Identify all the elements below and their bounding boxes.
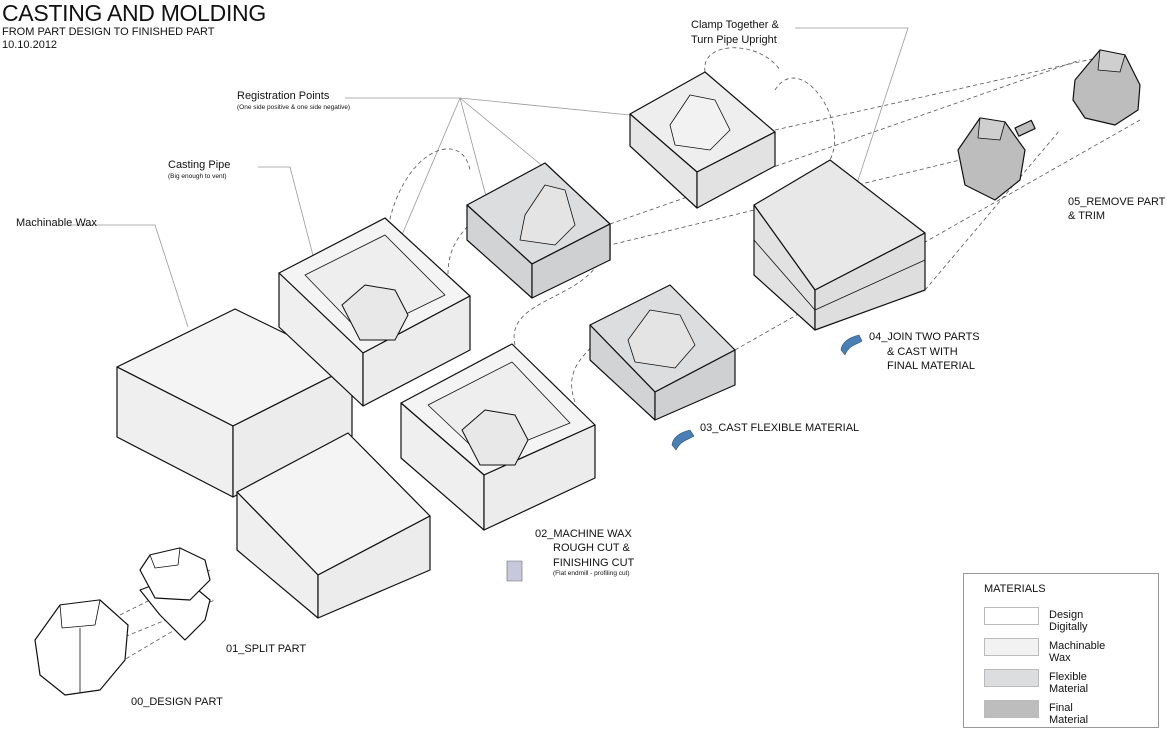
flexible-mold-b bbox=[629, 71, 776, 209]
legend-swatch bbox=[984, 700, 1039, 718]
split-part bbox=[139, 547, 211, 641]
endmill-icon bbox=[506, 560, 523, 582]
legend-swatch bbox=[984, 607, 1039, 625]
flexible-mold-c bbox=[589, 284, 736, 421]
final-part-trimmed bbox=[1072, 49, 1141, 126]
page-date: 10.10.2012 bbox=[2, 39, 58, 51]
split-wax-block bbox=[236, 432, 431, 619]
legend-title: MATERIALS bbox=[984, 583, 1046, 595]
pour-icon-03 bbox=[671, 429, 695, 451]
step-02-note: (Flat endmill - profiling cut) bbox=[553, 570, 630, 577]
page-title: CASTING AND MOLDING bbox=[2, 0, 266, 26]
step-00-label: 00_DESIGN PART bbox=[131, 696, 223, 708]
legend-swatch bbox=[984, 638, 1039, 656]
registration-points-note: (One side positive & one side negative) bbox=[237, 104, 351, 111]
page-subtitle: FROM PART DESIGN TO FINISHED PART bbox=[2, 26, 215, 38]
materials-legend: MATERIALS Design Digitally Machinable Wa… bbox=[963, 573, 1159, 728]
registration-points-label: Registration Points bbox=[237, 90, 330, 102]
legend-swatch bbox=[984, 669, 1039, 687]
clamp-label-line2: Turn Pipe Upright bbox=[691, 34, 777, 46]
flexible-mold-a bbox=[466, 162, 611, 299]
legend-label: Machinable Wax bbox=[1049, 640, 1106, 664]
legend-label: Final Material bbox=[1049, 702, 1089, 726]
design-part bbox=[34, 599, 129, 696]
pour-icon-04 bbox=[840, 334, 863, 356]
joined-mold bbox=[753, 159, 926, 331]
step-04-line1: 04_JOIN TWO PARTS bbox=[869, 331, 980, 343]
clamp-label-line1: Clamp Together & bbox=[691, 19, 779, 31]
step-05-line1: 05_REMOVE PART bbox=[1068, 196, 1166, 208]
machinable-wax-label: Machinable Wax bbox=[16, 217, 97, 229]
step-04-line3: FINAL MATERIAL bbox=[887, 360, 976, 372]
step-02-line3: FINISHING CUT bbox=[553, 557, 635, 569]
final-part-with-pipe bbox=[957, 117, 1036, 201]
leader-lines bbox=[70, 27, 909, 341]
step-04-line2: & CAST WITH bbox=[887, 346, 958, 358]
step-05-line2: & TRIM bbox=[1068, 210, 1106, 222]
step-02-line1: 02_MACHINE WAX bbox=[535, 528, 632, 540]
step-02-line2: ROUGH CUT & bbox=[553, 542, 630, 554]
legend-label: Design Digitally bbox=[1049, 609, 1088, 633]
casting-pipe-note: (Big enough to vent) bbox=[168, 173, 227, 180]
step-01-label: 01_SPLIT PART bbox=[226, 643, 307, 655]
step-03-label: 03_CAST FLEXIBLE MATERIAL bbox=[700, 422, 860, 434]
casting-pipe-label: Casting Pipe bbox=[168, 159, 231, 171]
machined-wax-lower bbox=[400, 343, 596, 531]
machined-wax-upper bbox=[278, 217, 471, 407]
legend-label: Flexible Material bbox=[1049, 671, 1089, 695]
